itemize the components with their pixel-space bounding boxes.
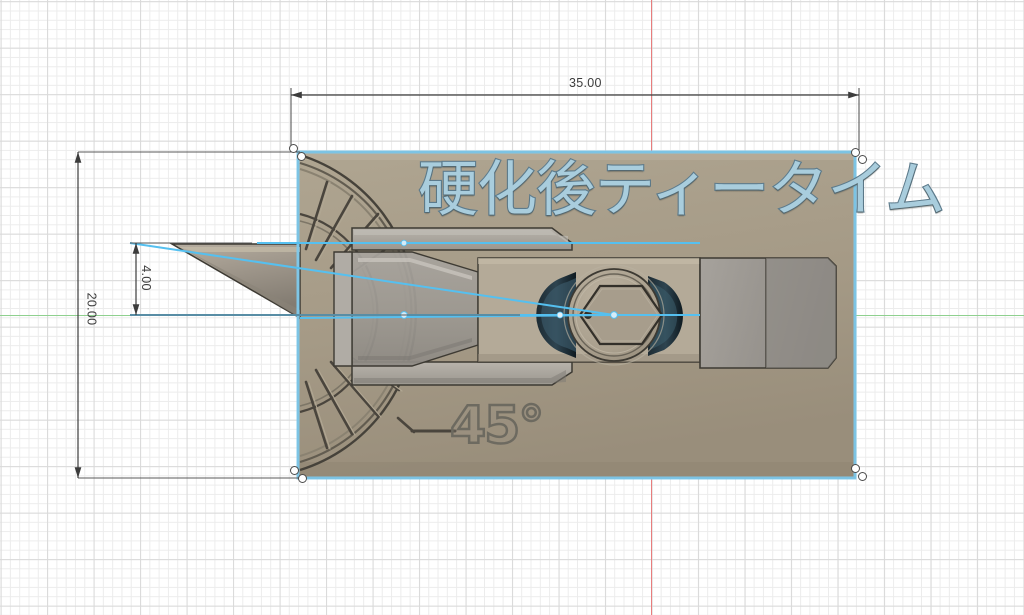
arm-bottom-rail[interactable]	[351, 361, 573, 386]
right-end-block[interactable]	[699, 257, 837, 369]
grip-handle-bottom-right-inner[interactable]	[858, 472, 867, 481]
grip-handle-bottom-left-outer[interactable]	[290, 466, 299, 475]
arm-top-rail[interactable]	[351, 227, 573, 251]
grip-handle-bottom-right-outer[interactable]	[851, 464, 860, 473]
dim-35-geometry	[290, 88, 860, 150]
tapered-blade[interactable]	[169, 243, 301, 320]
engraved-japanese-text: 硬化後ティータイム	[417, 155, 946, 225]
grip-handle-top-left-outer[interactable]	[289, 144, 298, 153]
grip-handle-bottom-left-inner[interactable]	[298, 474, 307, 483]
dim-label-4[interactable]: 4.00	[138, 265, 153, 291]
grip-handle-top-right-outer[interactable]	[851, 148, 860, 157]
dim-label-20[interactable]: 20.00	[84, 292, 99, 326]
dim-20-geometry	[78, 151, 300, 479]
grip-handle-top-left-inner[interactable]	[297, 152, 306, 161]
grip-handle-top-right-inner[interactable]	[858, 155, 867, 164]
dim-4-geometry	[130, 242, 520, 316]
dim-label-35[interactable]: 35.00	[569, 76, 602, 90]
angle-label-45: 45°	[449, 396, 546, 456]
